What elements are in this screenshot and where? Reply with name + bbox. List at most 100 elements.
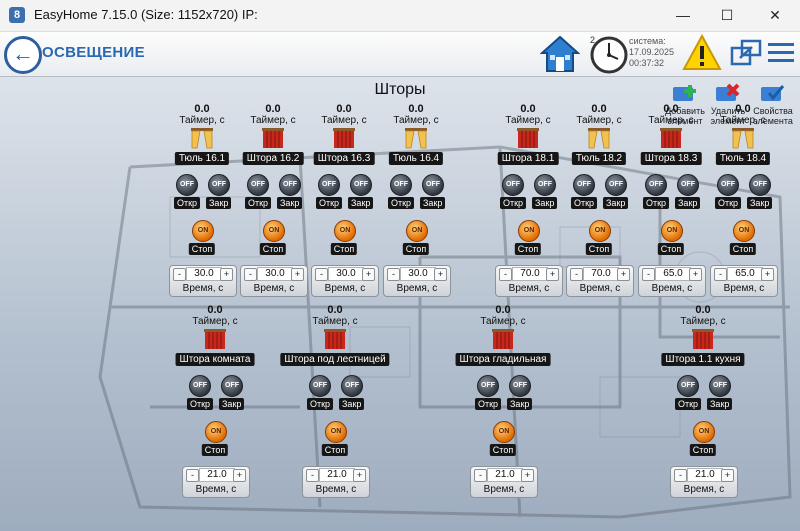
stop-on-button[interactable]: ON bbox=[493, 421, 515, 443]
maximize-button[interactable]: ☐ bbox=[720, 7, 734, 23]
stop-on-button[interactable]: ON bbox=[334, 220, 356, 242]
close-label: Закр bbox=[420, 197, 446, 209]
stop-on-button[interactable]: ON bbox=[661, 220, 683, 242]
time-value-input[interactable]: 21.0 bbox=[687, 468, 723, 482]
open-off-button[interactable]: OFF bbox=[189, 375, 211, 397]
warning-icon[interactable] bbox=[682, 34, 722, 72]
timer-value: 0.0 bbox=[327, 304, 343, 316]
time-value-input[interactable]: 70.0 bbox=[512, 267, 548, 281]
time-decrement-button[interactable]: - bbox=[244, 268, 257, 281]
tulle-icon bbox=[588, 128, 610, 149]
home-icon[interactable] bbox=[540, 35, 580, 73]
stop-on-button[interactable]: ON bbox=[192, 220, 214, 242]
time-increment-button[interactable]: + bbox=[434, 268, 447, 281]
time-decrement-button[interactable]: - bbox=[499, 268, 512, 281]
time-decrement-button[interactable]: - bbox=[186, 469, 199, 482]
time-increment-button[interactable]: + bbox=[721, 469, 734, 482]
open-off-button[interactable]: OFF bbox=[477, 375, 499, 397]
open-off-button[interactable]: OFF bbox=[176, 174, 198, 196]
time-increment-button[interactable]: + bbox=[761, 268, 774, 281]
close-button[interactable]: ✕ bbox=[769, 7, 781, 23]
time-increment-button[interactable]: + bbox=[362, 268, 375, 281]
time-increment-button[interactable]: + bbox=[353, 469, 366, 482]
element-properties-button[interactable]: Свойства элемента bbox=[750, 83, 796, 126]
stop-on-button[interactable]: ON bbox=[589, 220, 611, 242]
open-off-button[interactable]: OFF bbox=[502, 174, 524, 196]
close-off-button[interactable]: OFF bbox=[509, 375, 531, 397]
close-off-button[interactable]: OFF bbox=[534, 174, 556, 196]
time-increment-button[interactable]: + bbox=[291, 268, 304, 281]
open-label: Откр bbox=[475, 398, 502, 410]
time-decrement-button[interactable]: - bbox=[306, 469, 319, 482]
open-off-button[interactable]: OFF bbox=[573, 174, 595, 196]
add-element-button[interactable]: Добавить элемент bbox=[662, 83, 708, 126]
control-name-label: Тюль 16.1 bbox=[174, 152, 230, 165]
open-off-button[interactable]: OFF bbox=[717, 174, 739, 196]
close-off-button[interactable]: OFF bbox=[341, 375, 363, 397]
close-off-button[interactable]: OFF bbox=[605, 174, 627, 196]
open-off-button[interactable]: OFF bbox=[247, 174, 269, 196]
stop-label: Стоп bbox=[402, 243, 430, 255]
time-decrement-button[interactable]: - bbox=[674, 469, 687, 482]
time-increment-button[interactable]: + bbox=[617, 268, 630, 281]
control-name-label: Штора 1.1 кухня bbox=[661, 353, 745, 366]
time-decrement-button[interactable]: - bbox=[570, 268, 583, 281]
curtain-icon bbox=[492, 329, 514, 349]
menu-icon[interactable] bbox=[766, 38, 796, 68]
close-off-button[interactable]: OFF bbox=[279, 174, 301, 196]
time-value-input[interactable]: 30.0 bbox=[328, 267, 364, 281]
time-value-input[interactable]: 21.0 bbox=[487, 468, 523, 482]
time-value-input[interactable]: 21.0 bbox=[319, 468, 355, 482]
time-decrement-button[interactable]: - bbox=[387, 268, 400, 281]
time-decrement-button[interactable]: - bbox=[474, 469, 487, 482]
time-value-input[interactable]: 30.0 bbox=[400, 267, 436, 281]
stop-label: Стоп bbox=[330, 243, 358, 255]
stop-on-button[interactable]: ON bbox=[325, 421, 347, 443]
time-decrement-button[interactable]: - bbox=[642, 268, 655, 281]
close-off-button[interactable]: OFF bbox=[749, 174, 771, 196]
stop-on-button[interactable]: ON bbox=[406, 220, 428, 242]
time-increment-button[interactable]: + bbox=[521, 469, 534, 482]
time-value-input[interactable]: 65.0 bbox=[727, 267, 763, 281]
open-off-button[interactable]: OFF bbox=[318, 174, 340, 196]
stop-on-button[interactable]: ON bbox=[205, 421, 227, 443]
time-increment-button[interactable]: + bbox=[220, 268, 233, 281]
close-off-button[interactable]: OFF bbox=[677, 174, 699, 196]
minimize-button[interactable]: — bbox=[676, 7, 690, 23]
open-label: Откр bbox=[643, 197, 670, 209]
back-arrow-icon[interactable]: ← bbox=[4, 36, 42, 74]
open-off-button[interactable]: OFF bbox=[309, 375, 331, 397]
stop-label: Стоп bbox=[489, 444, 517, 456]
stop-on-button[interactable]: ON bbox=[263, 220, 285, 242]
time-value-input[interactable]: 65.0 bbox=[655, 267, 691, 281]
close-off-button[interactable]: OFF bbox=[208, 174, 230, 196]
close-off-button[interactable]: OFF bbox=[422, 174, 444, 196]
time-increment-button[interactable]: + bbox=[689, 268, 702, 281]
time-label: Время, с bbox=[579, 283, 621, 294]
open-off-button[interactable]: OFF bbox=[645, 174, 667, 196]
close-off-button[interactable]: OFF bbox=[350, 174, 372, 196]
close-off-button[interactable]: OFF bbox=[221, 375, 243, 397]
clock-icon[interactable]: 2 bbox=[588, 34, 628, 74]
curtain-control: 0.0 Таймер, с Тюль 18.4 OFF OFF Откр Зак… bbox=[703, 103, 783, 313]
delete-element-button[interactable]: Удалить элемент bbox=[705, 83, 751, 126]
stop-on-button[interactable]: ON bbox=[518, 220, 540, 242]
time-stepper: - 70.0 + Время, с bbox=[566, 265, 634, 297]
close-off-button[interactable]: OFF bbox=[709, 375, 731, 397]
time-value-input[interactable]: 30.0 bbox=[186, 267, 222, 281]
time-value-input[interactable]: 30.0 bbox=[257, 267, 293, 281]
time-increment-button[interactable]: + bbox=[546, 268, 559, 281]
time-decrement-button[interactable]: - bbox=[714, 268, 727, 281]
stop-on-button[interactable]: ON bbox=[733, 220, 755, 242]
time-increment-button[interactable]: + bbox=[233, 469, 246, 482]
time-value-input[interactable]: 70.0 bbox=[583, 267, 619, 281]
time-value-input[interactable]: 21.0 bbox=[199, 468, 235, 482]
open-off-button[interactable]: OFF bbox=[677, 375, 699, 397]
new-window-icon[interactable] bbox=[730, 38, 764, 68]
time-decrement-button[interactable]: - bbox=[315, 268, 328, 281]
stop-on-button[interactable]: ON bbox=[693, 421, 715, 443]
open-off-button[interactable]: OFF bbox=[390, 174, 412, 196]
open-label: Откр bbox=[174, 197, 201, 209]
curtain-icon bbox=[517, 128, 539, 148]
time-decrement-button[interactable]: - bbox=[173, 268, 186, 281]
